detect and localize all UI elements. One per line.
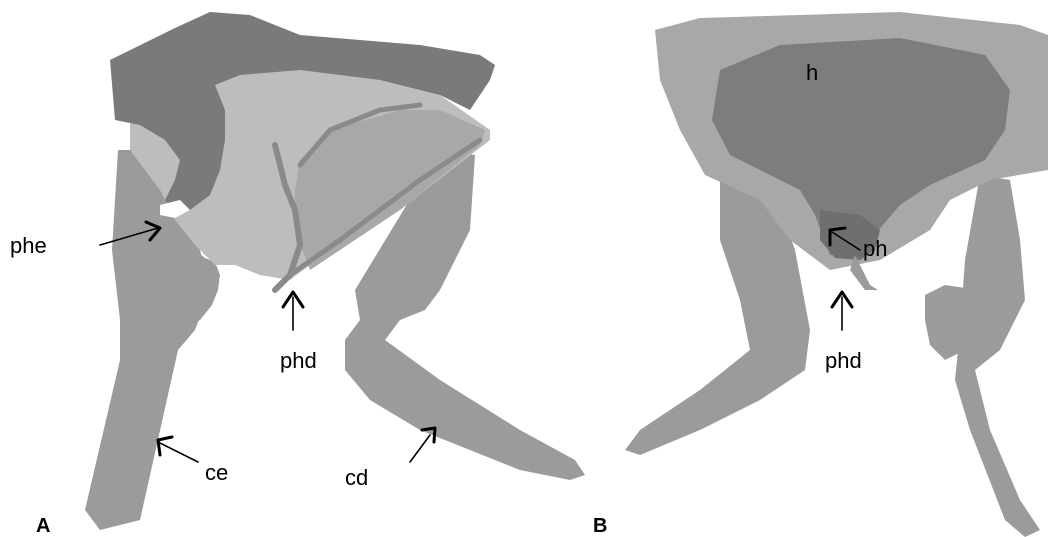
label-phe: phe [10,233,47,258]
panel-label-b: B [593,515,607,537]
label-cd: cd [345,465,368,490]
panel-b [625,12,1048,537]
arrow-phd-b [832,292,852,330]
label-ce: ce [205,460,228,485]
arrow-phd-a [283,292,303,330]
label-ph: ph [863,236,887,261]
label-phd-b: phd [825,348,862,373]
arrow-ce [158,437,198,462]
panel-label-a: A [36,515,50,537]
label-phd-a: phd [280,348,317,373]
label-h: h [806,60,818,85]
b-right-clasper-shape [955,175,1040,537]
